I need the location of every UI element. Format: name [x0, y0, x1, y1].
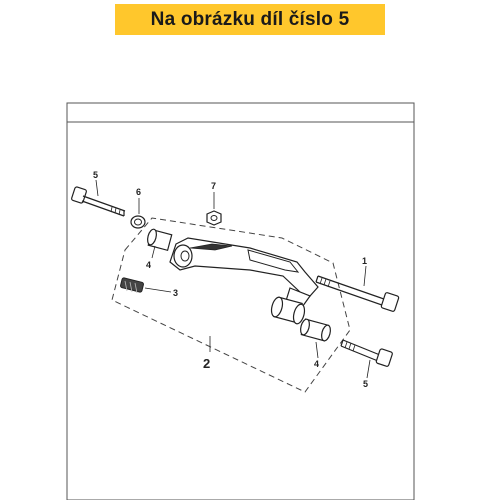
bolt-5-lower [340, 339, 393, 367]
callout-5-upper: 5 [93, 170, 98, 180]
bushing-4-upper [147, 228, 173, 252]
nut-7 [206, 210, 222, 226]
assembly-outline [111, 217, 351, 393]
callout-5-lower: 5 [363, 379, 368, 389]
bushing-4-lower [300, 318, 331, 342]
leader-lines [95, 179, 371, 379]
lever-arm-2 [169, 237, 319, 325]
callout-1: 1 [362, 256, 367, 266]
title-banner: Na obrázku díl číslo 5 [115, 4, 385, 35]
callout-6: 6 [136, 187, 141, 197]
callout-3: 3 [173, 288, 178, 298]
pad-3 [120, 277, 144, 294]
callout-2: 2 [203, 356, 210, 371]
callout-4-upper: 4 [146, 260, 151, 270]
title-text: Na obrázku díl číslo 5 [150, 8, 350, 30]
washer-6 [130, 215, 146, 229]
bolt-1 [315, 275, 400, 312]
callout-7: 7 [211, 181, 216, 191]
callout-4-lower: 4 [314, 359, 319, 369]
diagram-frame [66, 102, 415, 500]
bolt-5-upper [71, 186, 126, 217]
